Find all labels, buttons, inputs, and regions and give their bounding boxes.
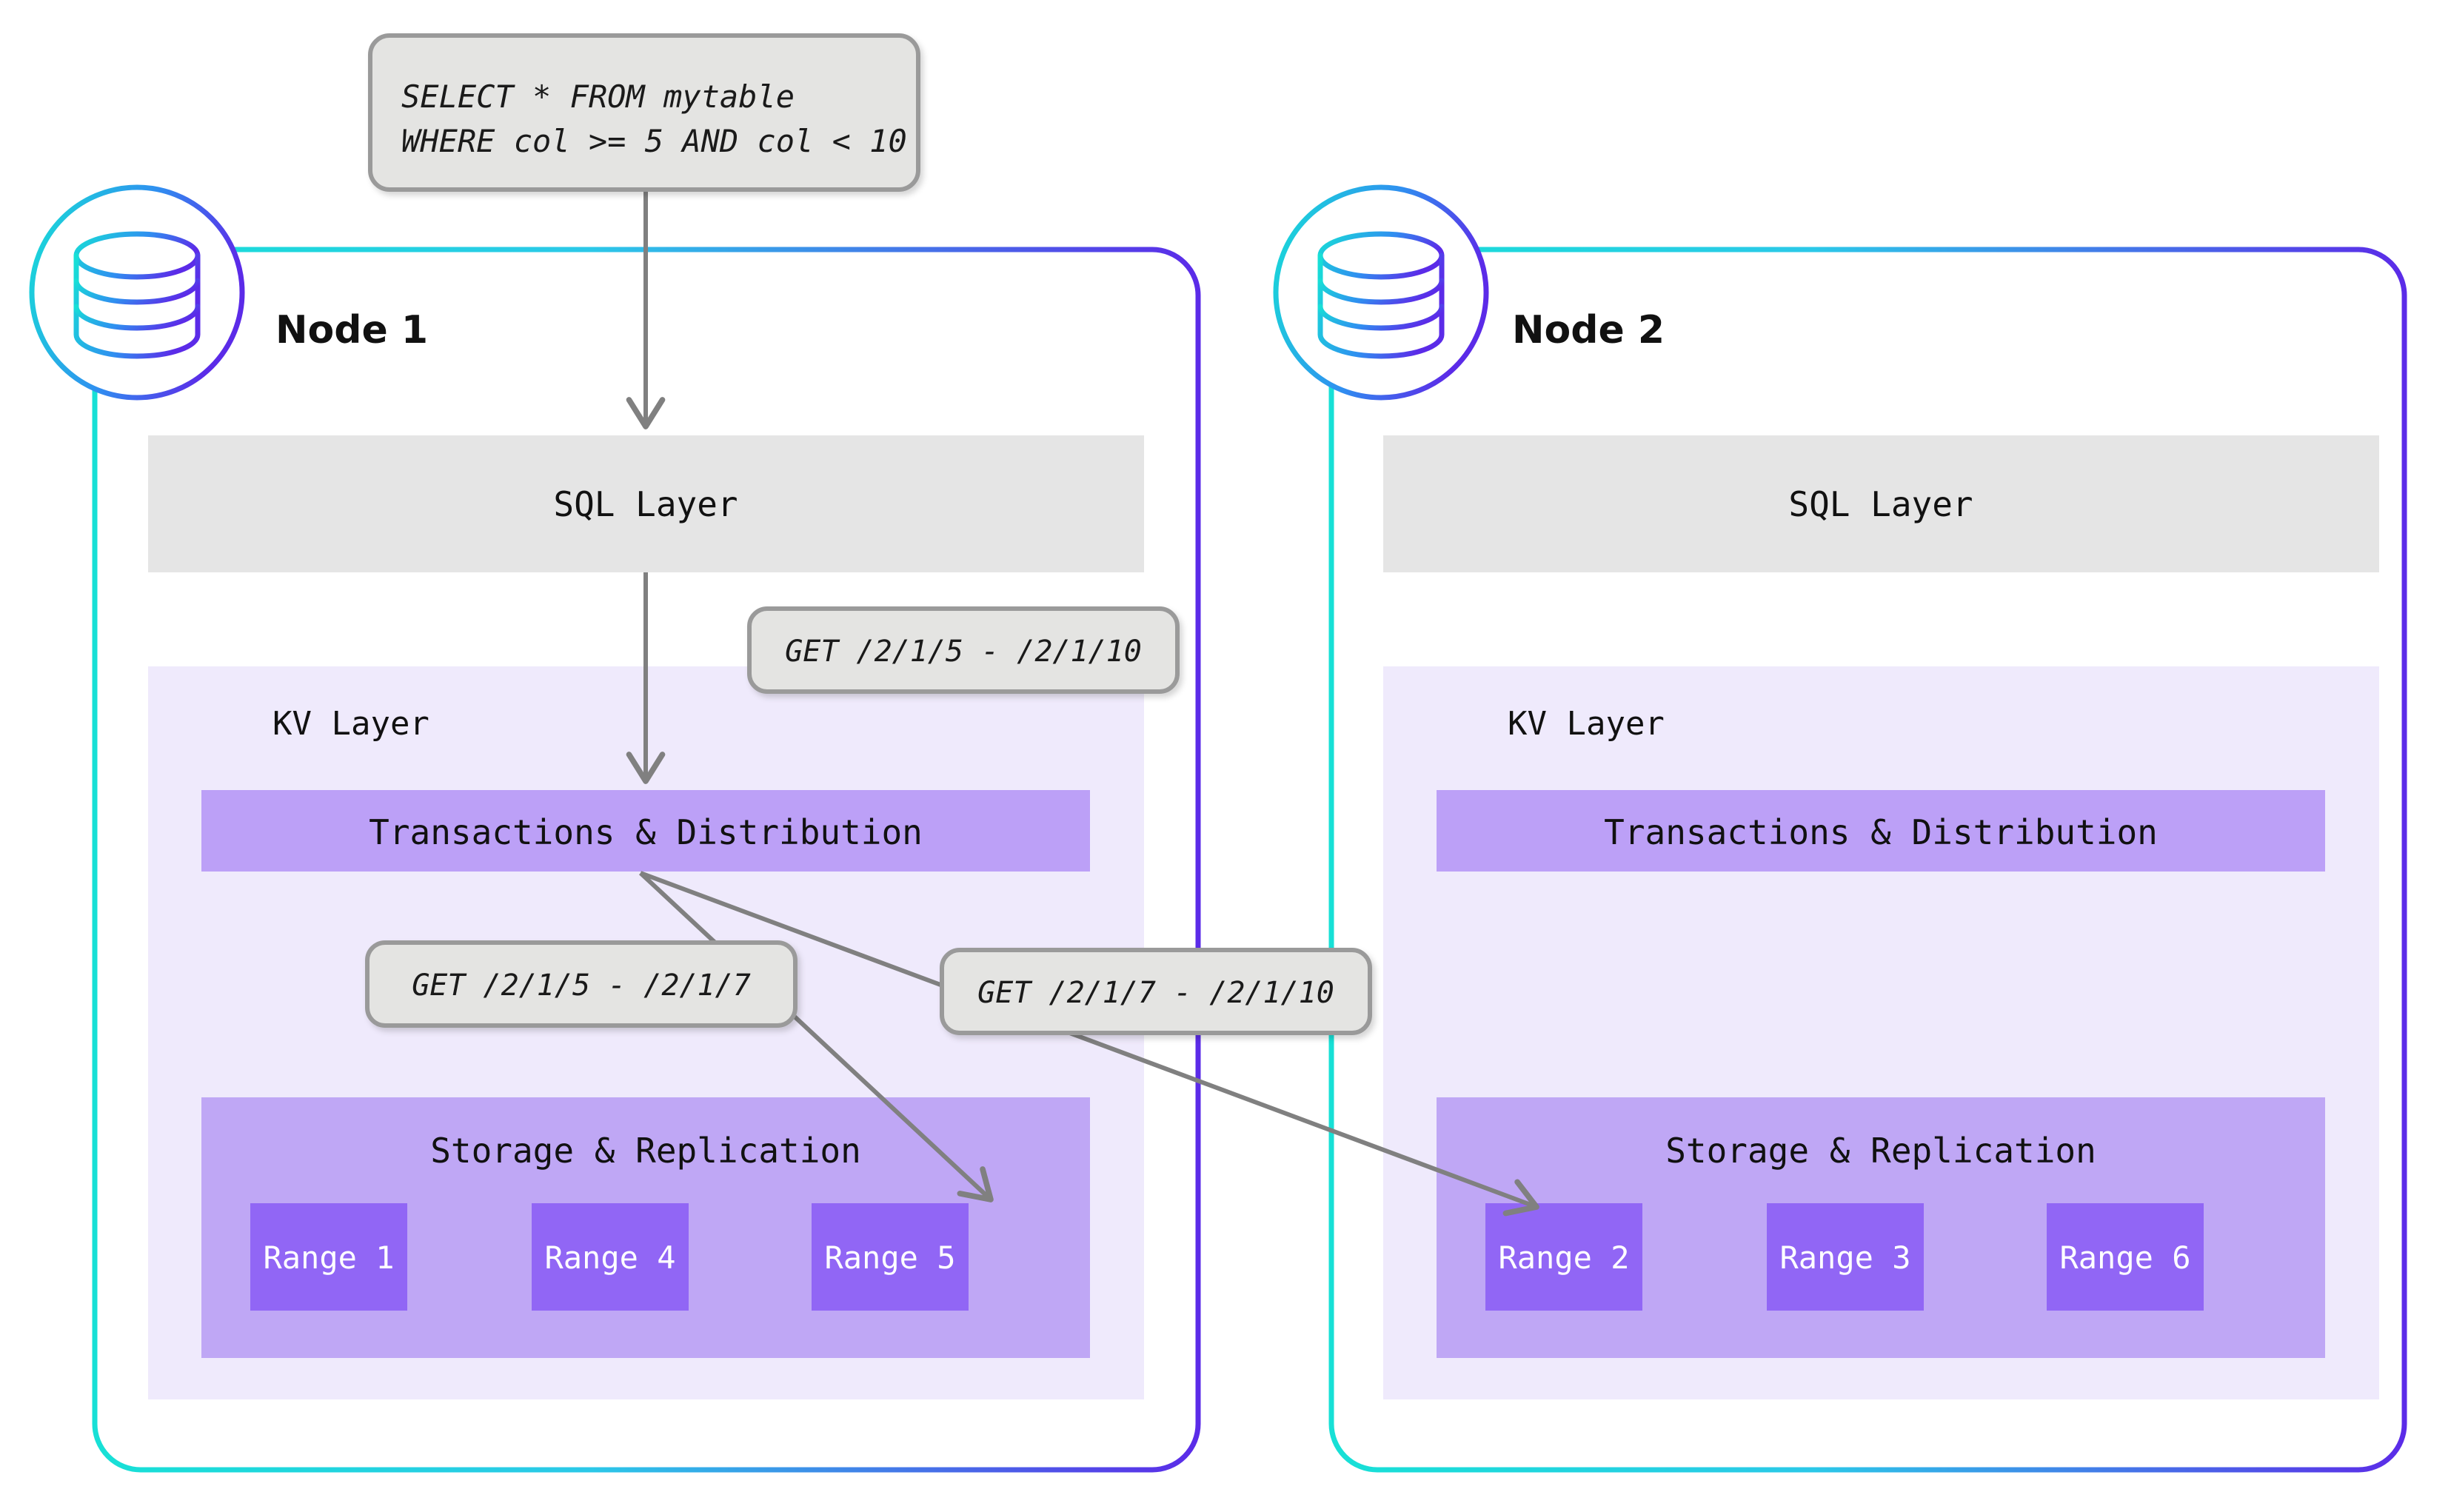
node-1-range-label-2: Range 5 <box>824 1240 955 1276</box>
node-2-container[interactable] <box>1328 247 2407 1473</box>
node-2-range-label-0: Range 2 <box>1498 1240 1629 1276</box>
node-1-title: Node 1 <box>275 308 428 352</box>
node-2-transactions-box[interactable] <box>1437 790 2325 872</box>
node-2-group: Node 2 SQL Layer KV Layer Transactions &… <box>1273 184 2407 1473</box>
node-1-range-box-2[interactable] <box>812 1203 969 1311</box>
node-2-kv-layer-label: KV Layer <box>1508 705 1665 743</box>
node-1-range-box-0[interactable] <box>250 1203 407 1311</box>
node-1-range-label-0: Range 1 <box>263 1240 394 1276</box>
node-1-sql-layer-box[interactable] <box>148 435 1144 572</box>
tooltip-range-local[interactable] <box>365 940 798 1028</box>
node-2-title: Node 2 <box>1512 308 1665 352</box>
tooltip-range-remote-label: GET /2/1/7 - /2/1/10 <box>977 976 1334 1010</box>
node-2-transactions-label: Transactions & Distribution <box>1604 812 2158 852</box>
node-2-sql-layer-box[interactable] <box>1383 435 2379 572</box>
node-1-range-box-1[interactable] <box>532 1203 689 1311</box>
node-2-range-box-2[interactable] <box>2047 1203 2204 1311</box>
node-1-kv-layer-label: KV Layer <box>272 705 429 743</box>
database-cylinder-icon <box>29 184 245 401</box>
node-2-range-label-1: Range 3 <box>1779 1240 1910 1276</box>
node-2-range-label-2: Range 6 <box>2059 1240 2190 1276</box>
sql-query-line-2: WHERE col >= 5 AND col < 10 <box>401 123 907 159</box>
database-cylinder-icon-2 <box>1273 184 1489 401</box>
sql-query-box[interactable] <box>368 33 920 192</box>
tooltip-kv-request[interactable] <box>747 606 1180 694</box>
arrow-transactions-to-range2 <box>639 871 1539 1217</box>
node-1-range-label-1: Range 4 <box>544 1240 675 1276</box>
node-1-transactions-box[interactable] <box>201 790 1090 872</box>
arrow-group <box>626 187 1539 1217</box>
tooltip-range-remote[interactable] <box>940 948 1372 1035</box>
tooltip-range-local-label: GET /2/1/5 - /2/1/7 <box>412 969 751 1003</box>
node-2-storage-label: Storage & Replication <box>1665 1131 2096 1171</box>
tooltip-kv-request-label: GET /2/1/5 - /2/1/10 <box>785 635 1142 669</box>
node-1-sql-layer-label: SQL Layer <box>553 484 738 524</box>
node-2-range-box-1[interactable] <box>1767 1203 1924 1311</box>
node-1-transactions-label: Transactions & Distribution <box>369 812 923 852</box>
arrow-transactions-to-range5 <box>638 871 994 1202</box>
node-1-storage-label: Storage & Replication <box>430 1131 861 1171</box>
node-2-range-box-0[interactable] <box>1485 1203 1642 1311</box>
sql-query-line-1: SELECT * FROM mytable <box>401 78 795 115</box>
node-2-sql-layer-label: SQL Layer <box>1788 484 1973 524</box>
node-1-group: Node 1 SQL Layer KV Layer Transactions &… <box>29 184 1201 1473</box>
